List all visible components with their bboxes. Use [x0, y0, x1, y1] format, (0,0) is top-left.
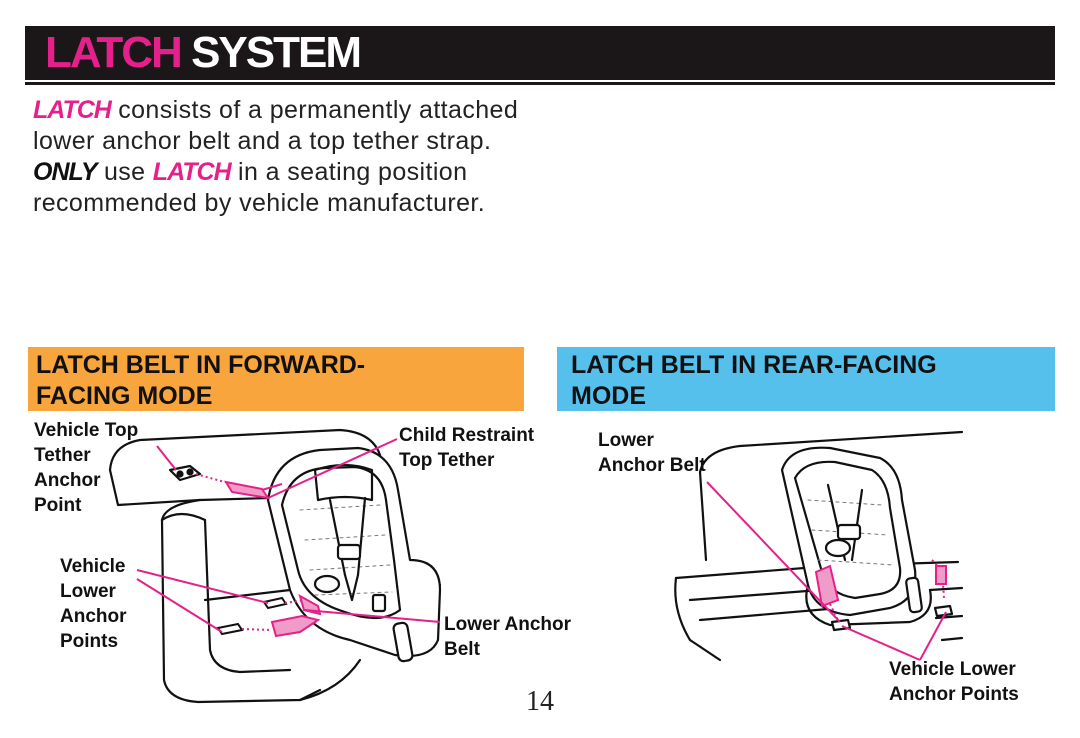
label-line: Tether	[34, 445, 91, 466]
label-vehicle-lower-anchor-points: Vehicle Lower Anchor Points	[60, 554, 127, 654]
forward-lower-anchor	[216, 593, 322, 638]
rear-facing-illustration	[674, 430, 964, 662]
label-rear-vehicle-lower-anchor-points: Vehicle Lower Anchor Points	[889, 657, 1019, 707]
label-line: Belt	[444, 639, 480, 660]
label-rear-lower-anchor-belt: Lower Anchor Belt	[598, 428, 706, 478]
label-line: Lower	[598, 430, 654, 451]
emphasis-latch: LATCH	[33, 96, 112, 124]
forward-callout-lines	[136, 438, 441, 633]
page-header-bar: LATCH SYSTEM	[25, 26, 1055, 80]
label-line: Point	[34, 495, 82, 516]
intro-paragraph-1: LATCH consists of a permanently attached…	[33, 95, 553, 157]
intro-paragraph-2: ONLY use LATCH in a seating position rec…	[33, 157, 553, 219]
emphasis-latch-2: LATCH	[152, 158, 232, 186]
rear-facing-banner: LATCH BELT IN REAR-FACING MODE	[557, 347, 1055, 411]
forward-banner-line-1: LATCH BELT IN FORWARD-	[36, 351, 366, 379]
forward-facing-banner: LATCH BELT IN FORWARD- FACING MODE	[28, 347, 524, 411]
intro-text: LATCH consists of a permanently attached…	[33, 95, 553, 219]
label-child-restraint-top-tether: Child Restraint Top Tether	[399, 423, 534, 473]
title-latch: LATCH	[45, 28, 183, 77]
label-line: Vehicle Lower	[889, 659, 1016, 680]
rear-banner-line-1: LATCH BELT IN REAR-FACING	[571, 351, 937, 379]
title-system: SYSTEM	[191, 28, 362, 77]
rear-banner-line-2: MODE	[571, 382, 646, 410]
page-title: LATCH SYSTEM	[45, 28, 362, 77]
label-vehicle-top-tether-anchor-point: Vehicle Top Tether Anchor Point	[34, 418, 138, 518]
rear-lower-anchor-belt	[814, 559, 947, 621]
intro-text-2a: use	[96, 158, 153, 186]
label-line: Lower Anchor	[444, 614, 572, 635]
intro-text-1: consists of a permanently attached lower…	[33, 96, 519, 155]
label-lower-anchor-belt: Lower Anchor Belt	[444, 612, 571, 662]
label-line: Points	[60, 631, 119, 652]
label-line: Top Tether	[399, 450, 495, 471]
label-line: Anchor	[34, 470, 101, 491]
label-line: Lower	[60, 581, 116, 602]
label-line: Anchor	[60, 606, 127, 627]
label-line: Anchor Points	[889, 684, 1019, 705]
label-line: Child Restraint	[399, 425, 535, 446]
label-line: Vehicle Top	[34, 420, 139, 441]
intro-text-2b: in a seating position recommended by veh…	[33, 158, 486, 217]
forward-banner-line-2: FACING MODE	[36, 382, 213, 410]
page-number: 14	[526, 686, 554, 717]
label-line: Anchor Belt	[598, 455, 706, 476]
header-rule	[25, 82, 1055, 85]
forward-facing-illustration	[108, 428, 442, 704]
label-line: Vehicle	[60, 556, 126, 577]
emphasis-only: ONLY	[33, 158, 98, 186]
rear-callout-lines	[706, 481, 947, 661]
